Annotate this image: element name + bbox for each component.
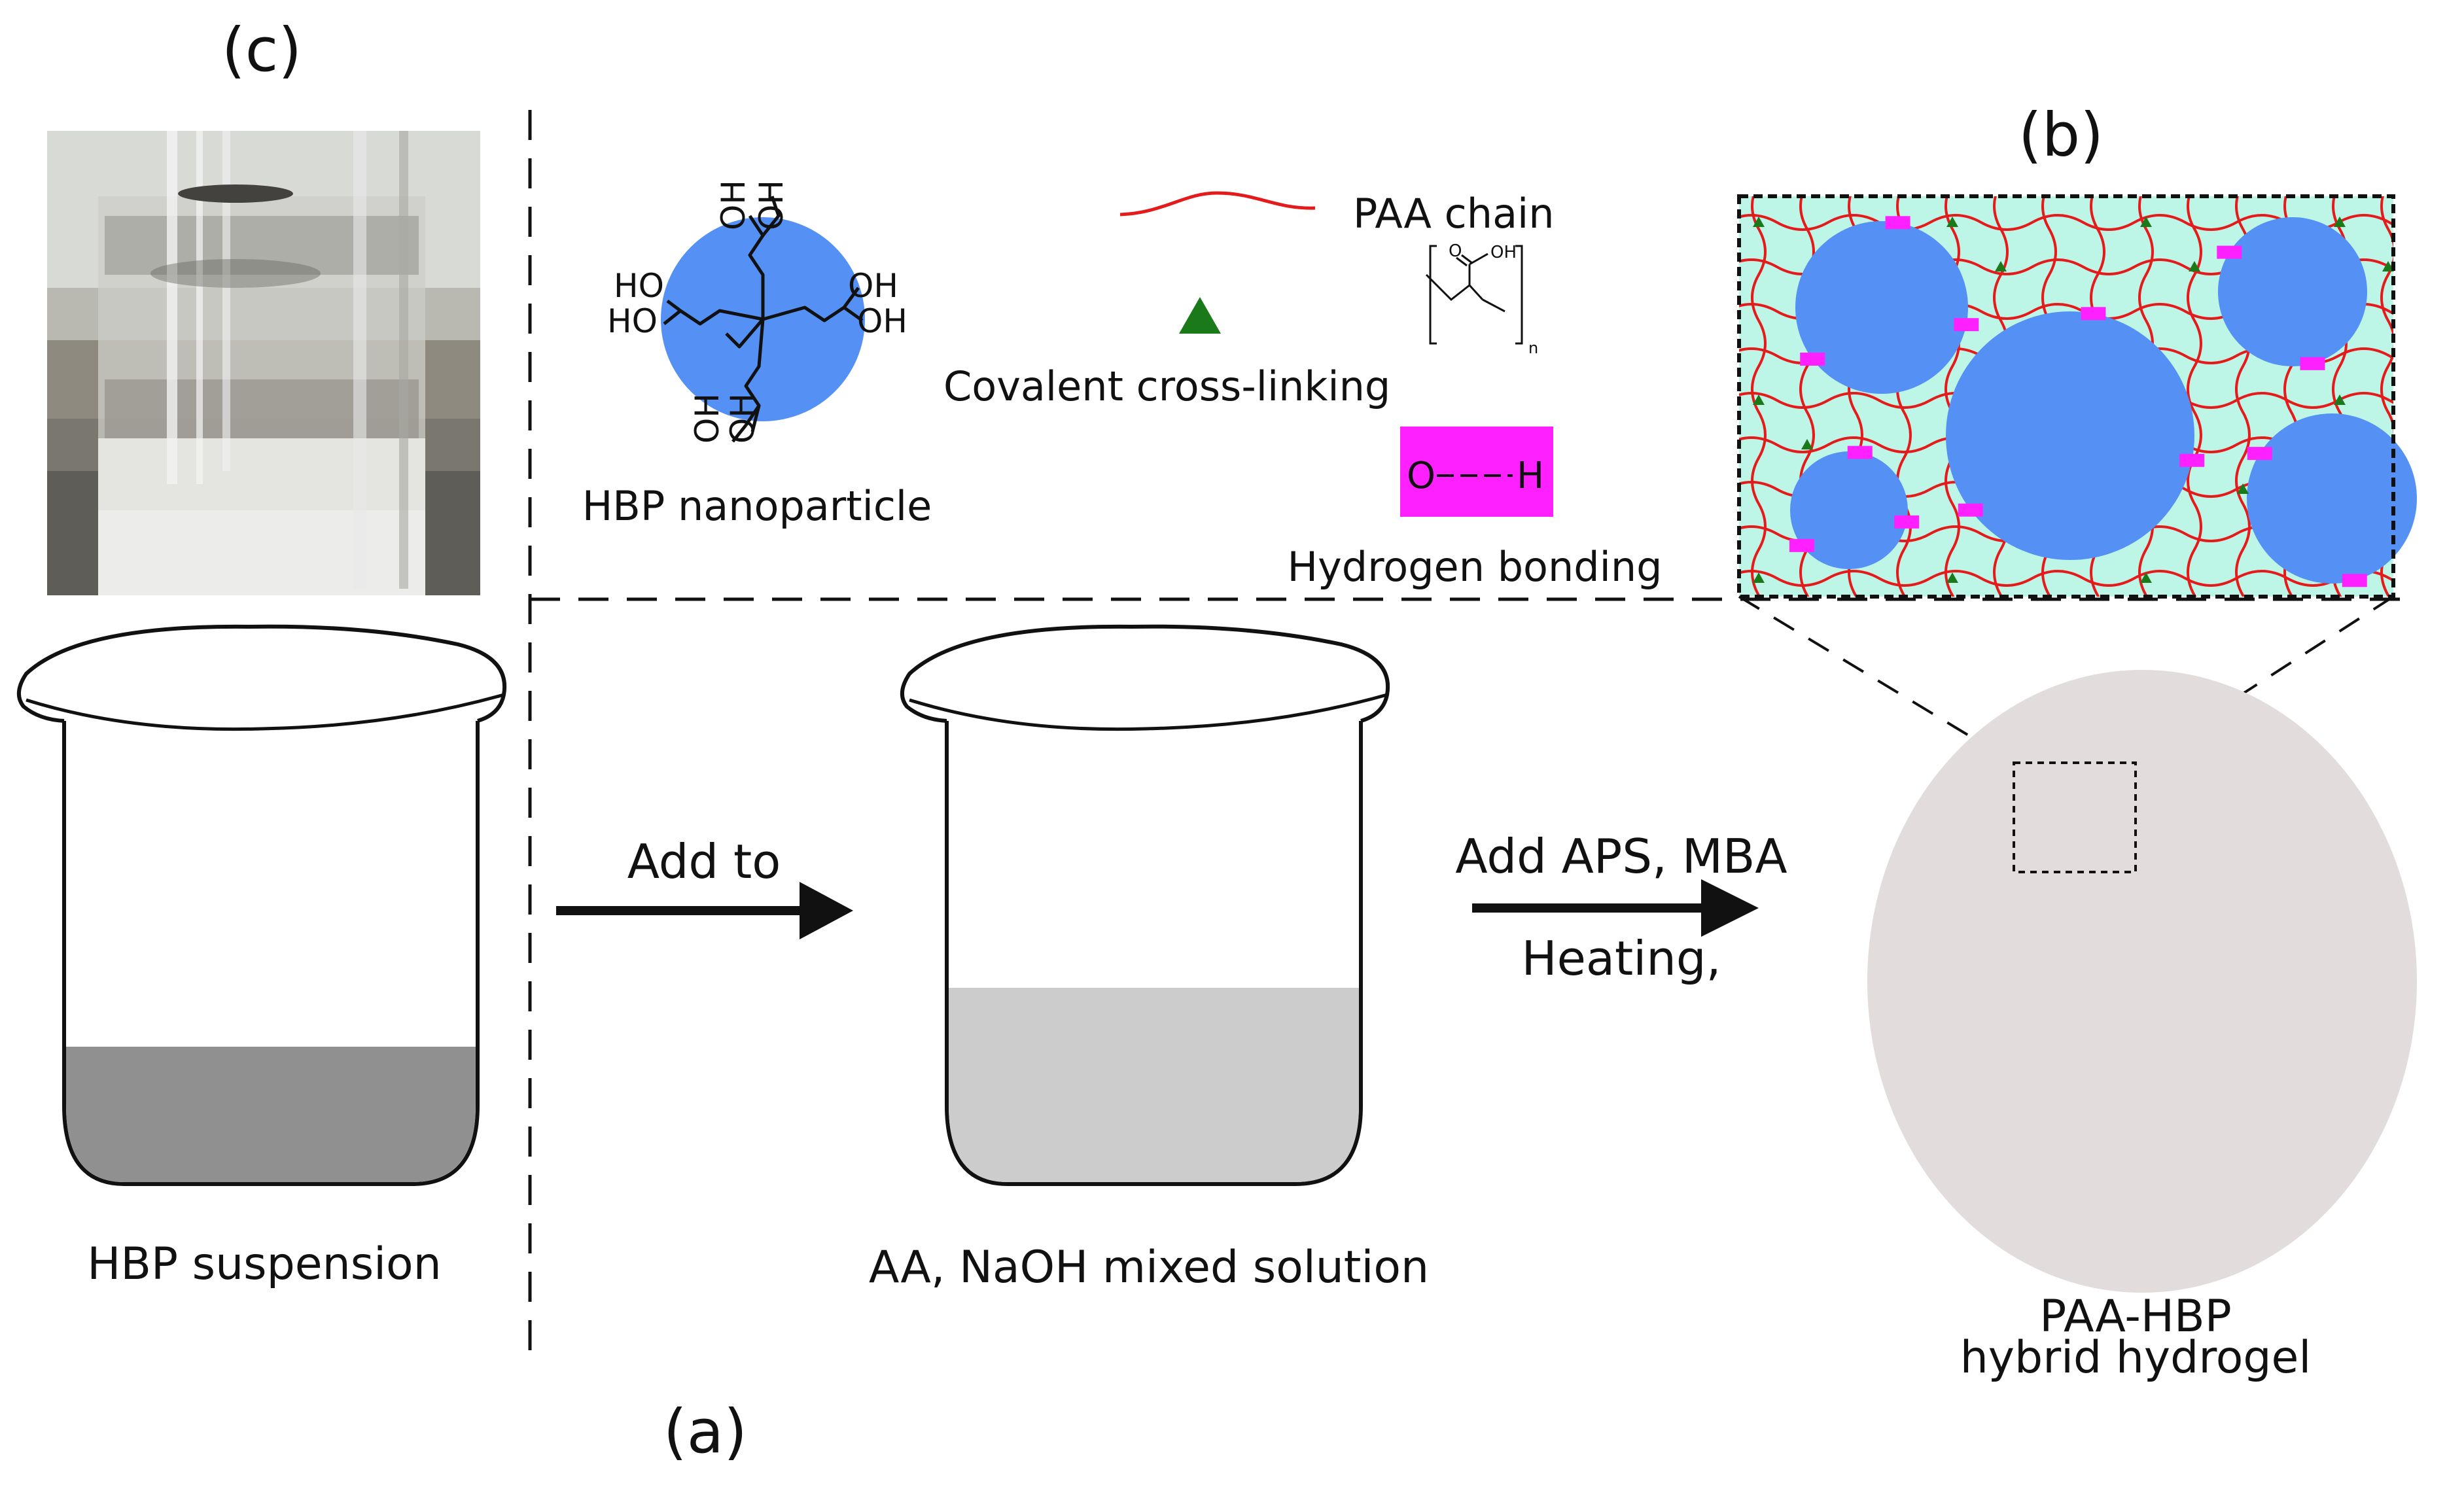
hydrogel-network [1737,194,2417,599]
hydroxyl-left-2: HO [607,302,658,340]
hydrogen-bond-icon [1400,427,1553,517]
nanoparticle [1795,221,1968,394]
product-label-line2: hybrid hydrogel [1960,1332,2312,1384]
crosslink-point [1946,217,1958,227]
hydrogen-bond-point [1885,216,1910,230]
hydroxyl-left-1: HO [614,267,664,305]
hydrogen-bond-legend: O H Hydrogen bonding [1287,427,1663,591]
crosslink-point [1753,572,1765,583]
crosslink-triangle-icon [1179,297,1221,334]
paa-chain [1739,570,2393,587]
hydrogen-bond-point [1954,318,1979,332]
panel-label-a: (a) [663,1397,747,1467]
step1-label: Add to [627,834,781,889]
step2-label-bottom: Heating, [1521,931,1721,986]
nanoparticle [2247,413,2417,584]
hydrogen-bond-point [2342,574,2367,587]
crosslink-point [1801,439,1813,449]
vial-photo [47,131,480,595]
hbp-nanoparticle-label: HBP nanoparticle [582,482,932,530]
paa-chain-label: PAA chain [1353,190,1555,237]
crosslink-label: Covalent cross-linking [943,362,1390,410]
beaker1-label: HBP suspension [87,1238,441,1290]
paa-chain-legend: PAA chain O OH n [1119,190,1555,357]
dendrimer-branches-icon [663,196,864,443]
hydroxyl-top-2: OH [752,180,790,230]
beaker2-label: AA, NaOH mixed solution [869,1242,1429,1293]
hydroxyl-right-2: OH [857,302,907,340]
hydrogen-bond-point [1958,503,1983,517]
nanoparticle [1946,311,2194,560]
nanoparticle [2218,217,2367,366]
hydrogen-bond-point [1894,515,1920,529]
hydrogen-bonding-label: Hydrogen bonding [1287,543,1662,591]
beaker-hbp-suspension [17,624,507,1186]
paa-structure-n: n [1528,339,1538,357]
hydrogen-bond-point [1789,538,1814,552]
crosslink-point [1753,217,1765,227]
crosslink-legend: Covalent cross-linking [943,297,1390,410]
paa-chain [1751,196,1767,597]
paa-structure-icon [1425,245,1523,345]
zoom-region-box [2013,761,2137,873]
hydrogel-sphere [1867,670,2417,1293]
product-label-line1: PAA-HBP [2039,1291,2231,1342]
hydrogel-network-border [1737,194,2395,599]
hydrogen-bond-point [2300,357,2325,370]
paa-structure-carbonyl: O [1449,241,1462,261]
step2-label-top: Add APS, MBA [1455,829,1787,884]
hydroxyl-top-1: OH [714,180,752,230]
hydrogen-bond-point [2081,307,2106,321]
hydroxyl-bottom-1: OH [688,393,726,444]
hydrogen-bond-point [1847,446,1873,459]
crosslink-point [1753,394,1765,405]
hydrogen-bond-o: O [1407,455,1435,497]
mixed-solution-liquid [949,988,1359,1182]
hbp-suspension-liquid [66,1047,476,1182]
crosslink-point [1995,261,2007,271]
crosslink-point [2237,483,2249,494]
crosslink-point [2334,217,2346,227]
crosslink-point [2140,572,2152,583]
step2-arrow [1472,879,1759,937]
hbp-nanoparticle-legend: OH OH OH OH HO HO OH OH HBP nanoparticle [582,180,932,530]
crosslink-point [2334,394,2346,405]
paa-chain-icon [1119,191,1316,217]
hydroxyl-right-1: OH [848,267,898,305]
hydrogen-bond-h: H [1517,455,1544,497]
crosslink-point [1946,572,1958,583]
crosslink-point [2189,261,2200,271]
hydrogen-bond-point [2179,453,2205,467]
hydroxyl-bottom-2: OH [724,393,762,444]
hydrogen-bond-point [2217,245,2242,259]
paa-structure-oh: OH [1490,243,1517,262]
step1-arrow [556,882,853,939]
nanoparticle [1790,451,1908,569]
zoom-line-left [1738,595,2015,764]
beaker-mixed-solution [900,624,1390,1186]
hydrogen-bond-point [1800,352,1825,366]
crosslink-point [2140,217,2152,227]
panel-label-b: (b) [2018,100,2103,170]
hydrogen-bond-point [2247,447,2272,461]
panel-label-c: (c) [222,15,302,85]
crosslink-point [2382,261,2394,271]
paa-chain [2187,196,2202,597]
